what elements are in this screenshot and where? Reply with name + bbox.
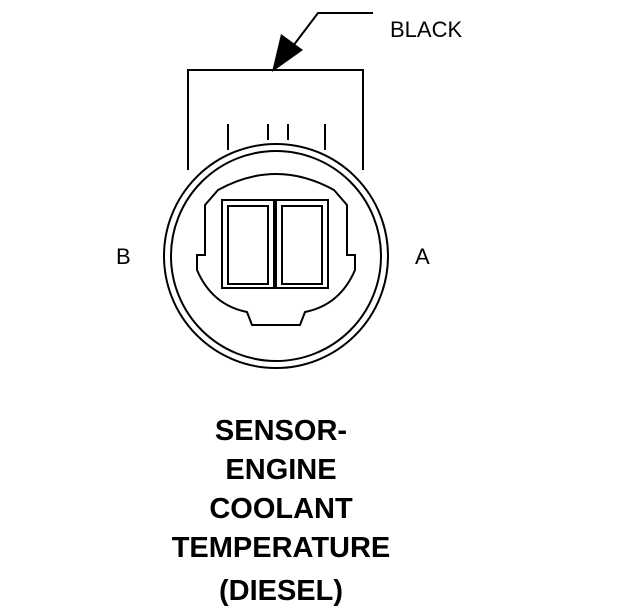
- connector-outer-ring: [163, 143, 389, 369]
- leader-arrowhead: [272, 34, 303, 72]
- wire-housing: [187, 69, 364, 170]
- title-line-1: SENSOR-: [214, 415, 348, 447]
- leader-line: [289, 12, 373, 51]
- title-line-4: TEMPERATURE: [171, 532, 391, 564]
- terminal-b-label: B: [116, 244, 131, 269]
- wire-color-label: BLACK: [390, 17, 463, 42]
- terminal-cavity-left: [221, 199, 275, 289]
- terminal-cavity-right-inner: [281, 205, 323, 285]
- title-line-2: ENGINE: [225, 454, 337, 486]
- connector-face: [196, 173, 356, 326]
- terminal-a-label: A: [415, 244, 430, 269]
- housing-ribs: [227, 124, 326, 150]
- component-title: SENSOR- ENGINE COOLANT TEMPERATURE (DIES…: [130, 412, 432, 611]
- connector-inner-ring: [170, 150, 382, 362]
- terminal-cavity-right: [275, 199, 329, 289]
- title-variant: (DIESEL): [218, 575, 344, 607]
- terminal-cavity-left-inner: [227, 205, 269, 285]
- title-line-3: COOLANT: [209, 493, 353, 525]
